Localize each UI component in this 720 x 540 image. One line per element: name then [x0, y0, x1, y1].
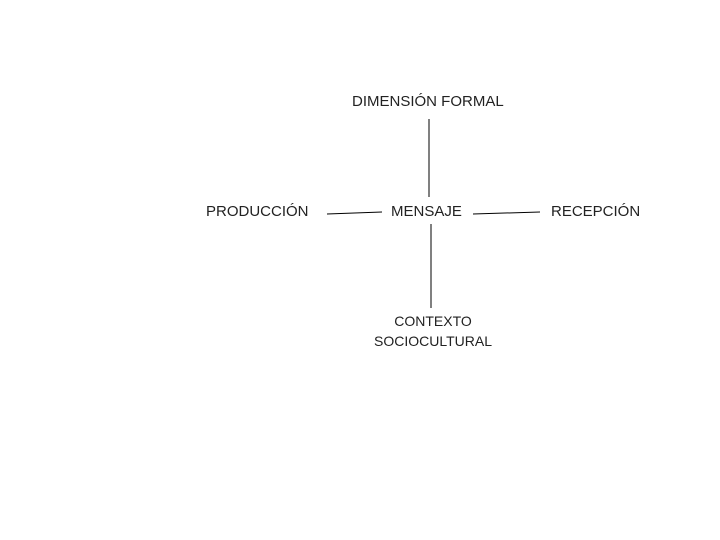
node-produccion: PRODUCCIÓN: [206, 203, 309, 220]
node-mensaje: MENSAJE: [391, 203, 462, 220]
connector-center-left: [326, 211, 383, 215]
node-recepcion: RECEPCIÓN: [551, 203, 641, 220]
connector-center-right: [472, 211, 541, 215]
node-dimension-formal: DIMENSIÓN FORMAL: [352, 93, 504, 110]
node-contexto-line1: CONTEXTO: [394, 313, 472, 329]
node-contexto-sociocultural: CONTEXTO SOCIOCULTURAL: [363, 311, 503, 351]
node-contexto-line2: SOCIOCULTURAL: [374, 333, 492, 349]
